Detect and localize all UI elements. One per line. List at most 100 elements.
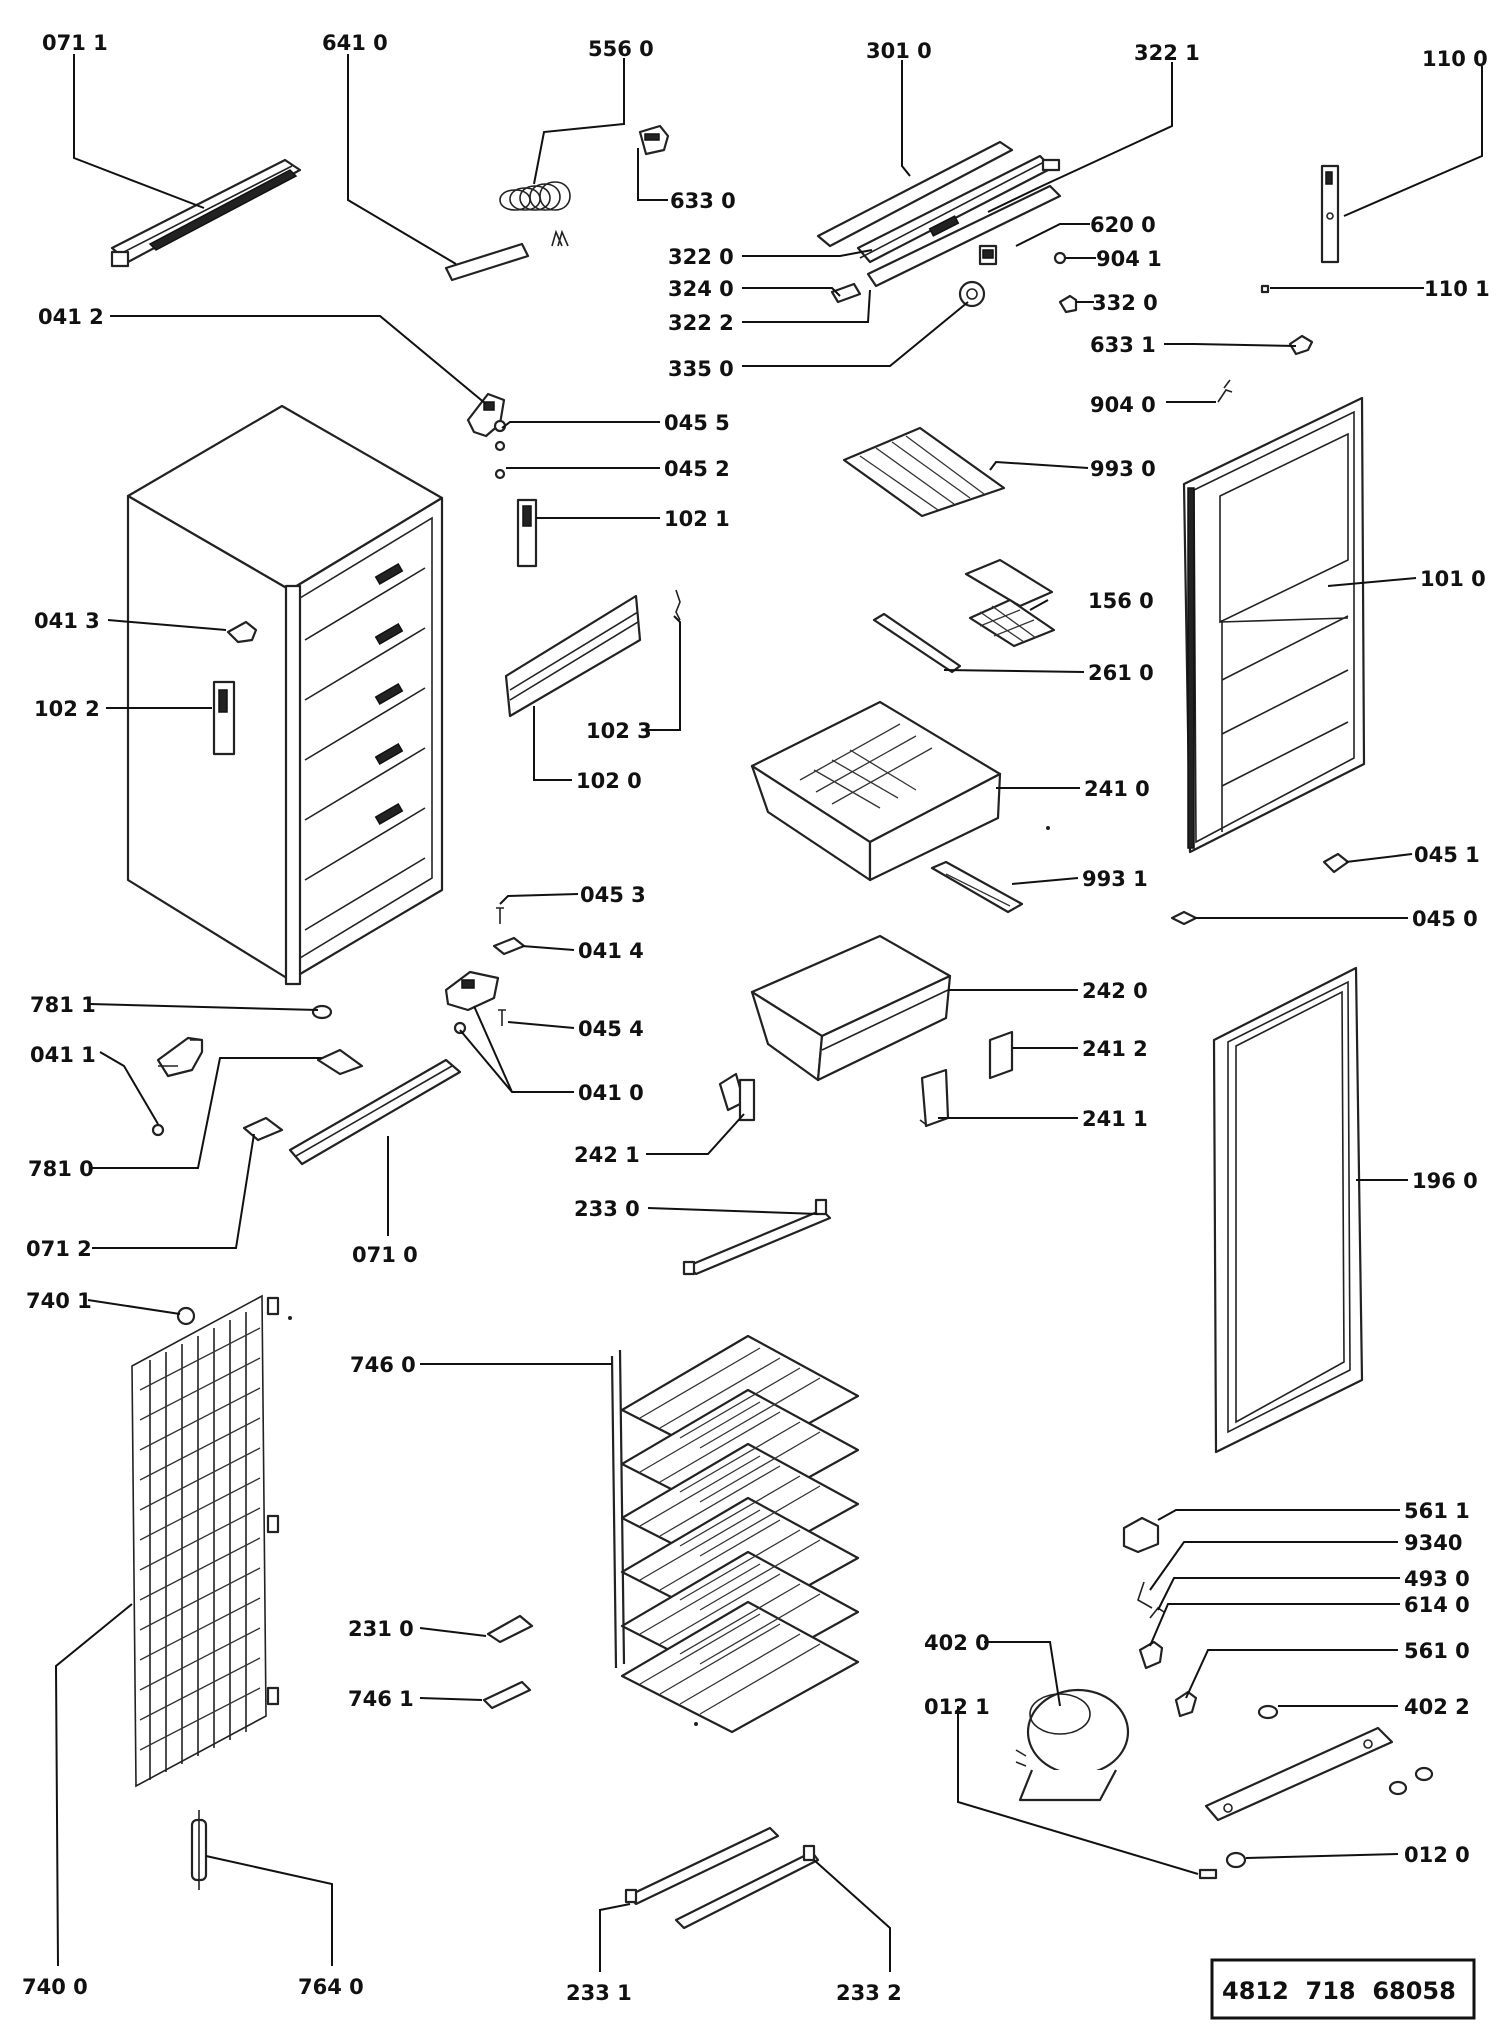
label-3240: 324 0 — [668, 277, 734, 301]
part-2420-drawer — [750, 934, 952, 1082]
part-cabinet-body — [126, 404, 444, 986]
part-6410-plate — [444, 229, 569, 282]
label-7811: 781 1 — [30, 993, 96, 1017]
label-2330: 233 0 — [574, 1197, 640, 1221]
label-0711: 071 1 — [42, 31, 108, 55]
label-0453: 045 3 — [580, 883, 646, 907]
part-0712-clip — [242, 1116, 284, 1142]
part-5560-spring — [499, 181, 571, 211]
label-0710: 071 0 — [352, 1243, 418, 1267]
label-9930: 993 0 — [1090, 457, 1156, 481]
label-6200: 620 0 — [1090, 213, 1156, 237]
part-0452-washer — [494, 440, 506, 480]
part-7810-foot-plate — [316, 1048, 364, 1076]
part-0451-hinge-cap — [1322, 852, 1350, 874]
part-9930-grille — [842, 426, 1006, 518]
part-2331-slide-rail — [624, 1826, 780, 1906]
label-3350: 335 0 — [668, 357, 734, 381]
label-5610: 561 0 — [1404, 1639, 1470, 1663]
label-3320: 332 0 — [1092, 291, 1158, 315]
label-2610: 261 0 — [1088, 661, 1154, 685]
part-0121-pin — [1198, 1868, 1218, 1880]
part-3320-lamp — [1058, 294, 1078, 314]
label-7400: 740 0 — [22, 1975, 88, 1999]
label-1010: 101 0 — [1420, 567, 1486, 591]
label-1560: 156 0 — [1088, 589, 1154, 613]
part-0454-pin — [498, 1009, 506, 1026]
label-0452: 045 2 — [664, 457, 730, 481]
label-7640: 764 0 — [298, 1975, 364, 1999]
label-6331: 633 1 — [1090, 333, 1156, 357]
label-0455: 045 5 — [664, 411, 730, 435]
label-0414: 041 4 — [578, 939, 644, 963]
part-9931-grille-strip — [930, 860, 1024, 914]
label-0410: 041 0 — [578, 1081, 644, 1105]
label-7810: 781 0 — [28, 1157, 94, 1181]
part-labels: 071 1 641 0 556 0 301 0 322 1 110 0 633 … — [22, 31, 1490, 2005]
part-0453-screw — [496, 907, 504, 924]
document-number-box: 4812 718 68058 — [1210, 1958, 1476, 2020]
label-1023: 102 3 — [586, 719, 652, 743]
label-6140: 614 0 — [1404, 1593, 1470, 1617]
part-4020-compressor — [1015, 1688, 1130, 1802]
part-2421-slide — [718, 1072, 756, 1122]
label-3220: 322 0 — [668, 245, 734, 269]
label-7461: 746 1 — [348, 1687, 414, 1711]
part-7401-grommet — [176, 1306, 196, 1326]
part-2332-slide-rail — [674, 1844, 820, 1930]
label-0411: 041 1 — [30, 1043, 96, 1067]
part-5611-relay — [1122, 1516, 1160, 1554]
part-2410-drawer — [750, 700, 1002, 882]
label-3010: 301 0 — [866, 39, 932, 63]
part-0410-bottom-hinge — [444, 970, 500, 1035]
part-0414-plate — [492, 936, 526, 956]
part-1023-screw — [675, 589, 681, 621]
part-9340-cable — [1137, 1581, 1153, 1609]
label-2410: 241 0 — [1084, 777, 1150, 801]
part-9041-screw — [1053, 251, 1067, 265]
part-1010-door — [1182, 396, 1366, 854]
part-0120-grommet — [1225, 1851, 1247, 1869]
label-2332: 233 2 — [836, 1981, 902, 2005]
part-compressor-base — [1204, 1726, 1434, 1822]
label-1101: 110 1 — [1424, 277, 1490, 301]
label-3221: 322 1 — [1134, 41, 1200, 65]
label-7401: 740 1 — [26, 1289, 92, 1313]
part-6331-clip — [1288, 334, 1314, 356]
label-0120: 012 0 — [1404, 1843, 1470, 1867]
label-2412: 241 2 — [1082, 1037, 1148, 1061]
part-1021-handle — [516, 498, 538, 568]
part-7400-condenser — [131, 1294, 280, 1788]
part-4022-grommet — [1257, 1704, 1279, 1720]
stray-marks — [288, 826, 1050, 1726]
part-0710-bottom-rail — [288, 1058, 462, 1166]
part-7461-clip — [482, 1680, 532, 1710]
label-1020: 102 0 — [576, 769, 642, 793]
label-6330: 633 0 — [670, 189, 736, 213]
label-9041: 904 1 — [1096, 247, 1162, 271]
label-0412: 041 2 — [38, 305, 104, 329]
part-1960-door-gasket — [1212, 966, 1364, 1454]
part-2330-slide-rail — [682, 1198, 832, 1276]
part-2412-label — [988, 1030, 1014, 1080]
part-5610-starter — [1174, 1690, 1198, 1718]
part-6200-switch — [978, 244, 998, 266]
label-0450: 045 0 — [1412, 907, 1478, 931]
part-1101-pin — [1260, 284, 1270, 294]
label-0121: 012 1 — [924, 1695, 990, 1719]
label-2411: 241 1 — [1082, 1107, 1148, 1131]
label-1960: 196 0 — [1412, 1169, 1478, 1193]
part-2610-scraper — [872, 612, 962, 674]
part-1022-handle — [212, 680, 236, 756]
label-2420: 242 0 — [1082, 979, 1148, 1003]
part-6330-clip — [638, 124, 670, 156]
label-3222: 322 2 — [668, 311, 734, 335]
label-4930: 493 0 — [1404, 1567, 1470, 1591]
label-0712: 071 2 — [26, 1237, 92, 1261]
part-0711-top-rail — [110, 158, 302, 268]
document-number: 4812 718 68058 — [1222, 1977, 1456, 2005]
leader-lines — [54, 54, 1483, 1972]
part-9040-screw — [1217, 379, 1233, 403]
part-1100-hinge-bracket — [1320, 164, 1340, 264]
